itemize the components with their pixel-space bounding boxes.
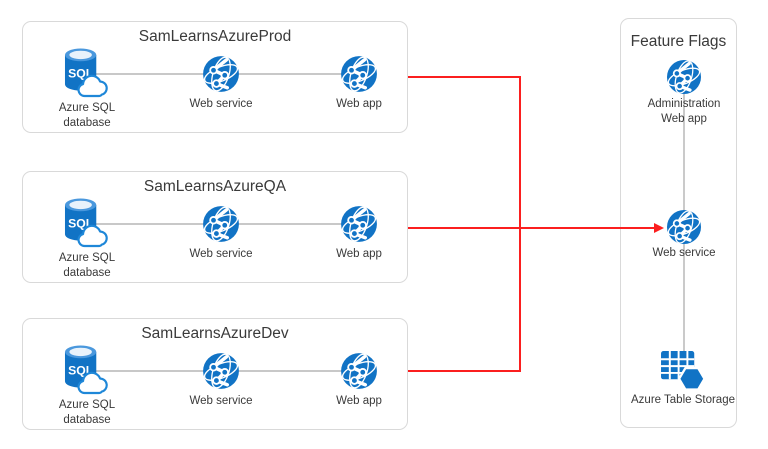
web-service-icon [201, 54, 241, 94]
label-web-service: Web service [189, 248, 253, 260]
label-sql-database: Azure SQL database [58, 399, 116, 426]
web-app-icon [339, 54, 379, 94]
sql-database-icon [64, 345, 109, 396]
admin-web-app-icon [665, 58, 703, 96]
label-web-app: Web app [336, 395, 382, 407]
red-connector-dev [408, 228, 521, 372]
web-app-icon [339, 351, 379, 391]
label-web-app: Web app [336, 248, 382, 260]
table-storage-icon [660, 350, 706, 392]
label-web-app: Web app [336, 98, 382, 110]
label-web-service: Web service [189, 98, 253, 110]
label-feature-flags-web-service: Web service [652, 247, 716, 259]
label-sql-database: Azure SQL database [58, 252, 116, 279]
web-app-icon [339, 204, 379, 244]
label-table-storage: Azure Table Storage [631, 394, 735, 406]
feature-flags-title: Feature Flags [630, 33, 727, 50]
label-admin-web-app: Administration Web app [647, 98, 721, 125]
label-sql-database: Azure SQL database [58, 102, 116, 129]
web-service-icon [201, 204, 241, 244]
label-web-service: Web service [189, 395, 253, 407]
env-title-qa: SamLearnsAzureQA [143, 178, 287, 195]
web-service-icon [201, 351, 241, 391]
env-title-prod: SamLearnsAzureProd [138, 28, 292, 45]
feature-flags-web-service-icon [665, 208, 703, 246]
sql-database-icon [64, 198, 109, 249]
env-title-dev: SamLearnsAzureDev [141, 325, 289, 342]
sql-database-icon [64, 48, 109, 99]
red-connector-prod [408, 76, 521, 228]
